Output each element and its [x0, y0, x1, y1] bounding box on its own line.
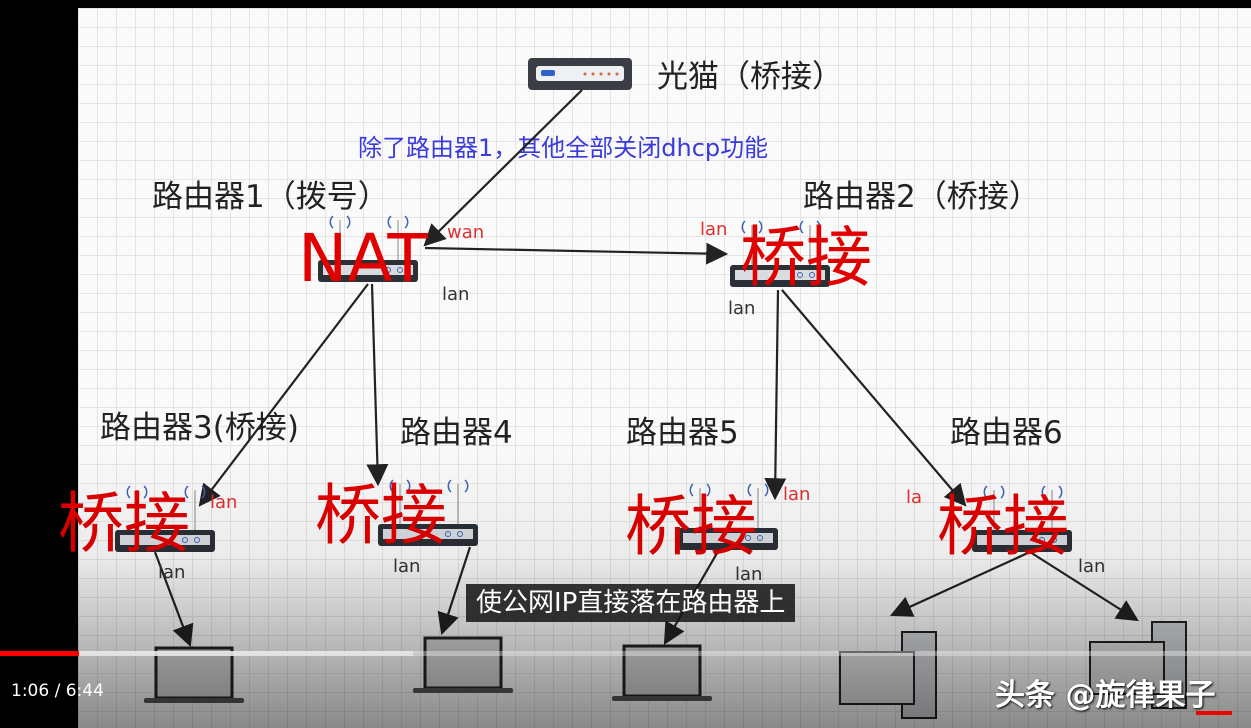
router5-lan: lan [735, 564, 762, 585]
router2-label: 路由器2（桥接） [803, 179, 1040, 215]
subtitle-caption: 使公网IP直接落在路由器上 [466, 584, 796, 622]
duration: 6:44 [65, 681, 104, 701]
current-time: 1:06 [11, 681, 50, 701]
router4-mode: 桥接 [315, 477, 447, 554]
router6-mode: 桥接 [937, 488, 1069, 565]
time-display: 1:06 / 6:44 [11, 681, 104, 701]
router1-wan: wan [447, 222, 484, 243]
router6-lan-in: la [906, 487, 922, 508]
router5-mode: 桥接 [625, 488, 757, 565]
router3-lan-in: lan [210, 492, 237, 513]
router2-lan: lan [728, 298, 755, 319]
router6-label: 路由器6 [950, 415, 1063, 451]
router3-lan: lan [158, 562, 185, 583]
router5-label: 路由器5 [626, 415, 739, 451]
video-frame[interactable] [78, 8, 1251, 728]
router4-label: 路由器4 [400, 415, 513, 451]
time-separator: / [49, 681, 66, 701]
router1-mode: NAT [298, 220, 428, 297]
modem-label: 光猫（桥接） [657, 59, 843, 95]
dhcp-note: 除了路由器1，其他全部关闭dhcp功能 [358, 134, 768, 162]
progress-bar[interactable] [0, 651, 1251, 656]
router3-label: 路由器3(桥接) [100, 410, 299, 446]
router1-label: 路由器1（拨号） [152, 179, 389, 215]
router6-lan: lan [1078, 556, 1105, 577]
connection-lines [153, 89, 1139, 648]
router2-mode: 桥接 [740, 219, 872, 296]
watermark: 头条 @旋律果子 [995, 678, 1216, 713]
played-bar [0, 651, 79, 656]
router3-mode: 桥接 [58, 485, 190, 562]
modem-icon [528, 58, 632, 90]
router2-lan-in: lan [700, 219, 727, 240]
router4-lan: lan [393, 556, 420, 577]
buffered-bar [0, 651, 413, 656]
router5-lan-in: lan [783, 484, 810, 505]
laptop-icon [411, 636, 515, 695]
watermark-underline [1196, 711, 1232, 715]
laptop-icon [142, 646, 246, 705]
router1-lan: lan [442, 284, 469, 305]
desktop-pc-icon [839, 631, 937, 719]
